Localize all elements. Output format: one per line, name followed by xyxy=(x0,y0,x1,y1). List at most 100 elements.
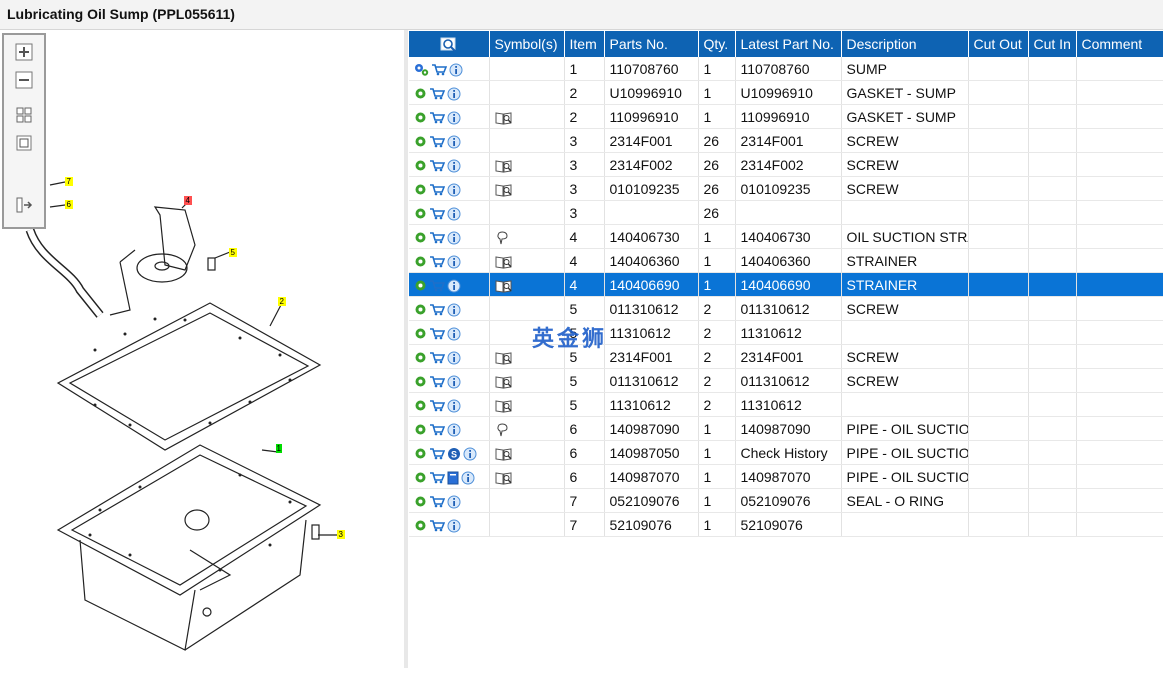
settings-gear-icon[interactable] xyxy=(414,519,427,532)
settings-gear-icon[interactable] xyxy=(414,423,427,436)
cart-icon[interactable] xyxy=(429,399,445,412)
column-header-latest-part-no[interactable]: Latest Part No. xyxy=(735,31,842,57)
cart-icon[interactable] xyxy=(429,519,445,532)
book-icon[interactable] xyxy=(495,111,513,125)
info-icon[interactable] xyxy=(447,423,461,437)
column-header-item[interactable]: Item xyxy=(564,31,605,57)
cart-icon[interactable] xyxy=(429,159,445,172)
book-icon[interactable] xyxy=(495,159,513,173)
cart-icon[interactable] xyxy=(429,279,445,292)
info-icon[interactable] xyxy=(461,471,475,485)
book-icon[interactable] xyxy=(495,351,513,365)
settings-gear-icon[interactable] xyxy=(414,471,427,484)
info-icon[interactable] xyxy=(463,447,477,461)
fit-all-icon[interactable] xyxy=(15,106,33,124)
actual-size-icon[interactable] xyxy=(15,134,33,152)
column-header-cut-out[interactable]: Cut Out xyxy=(968,31,1029,57)
info-icon[interactable] xyxy=(447,183,461,197)
settings-gear-icon[interactable] xyxy=(414,87,427,100)
column-header-description[interactable]: Description xyxy=(841,31,969,57)
book-icon[interactable] xyxy=(495,183,513,197)
book-icon[interactable] xyxy=(495,399,513,413)
cart-icon[interactable] xyxy=(429,87,445,100)
column-header-search[interactable] xyxy=(409,31,490,57)
info-icon[interactable] xyxy=(447,375,461,389)
settings-gear-icon[interactable] xyxy=(414,327,427,340)
document-icon[interactable] xyxy=(447,471,459,485)
cart-icon[interactable] xyxy=(429,183,445,196)
cart-icon[interactable] xyxy=(429,471,445,484)
note-pin-icon[interactable] xyxy=(495,231,511,245)
cart-icon[interactable] xyxy=(429,207,445,220)
cart-icon[interactable] xyxy=(429,255,445,268)
book-icon[interactable] xyxy=(495,471,513,485)
settings-gear-icon[interactable] xyxy=(414,231,427,244)
info-icon[interactable] xyxy=(447,255,461,269)
info-icon[interactable] xyxy=(447,159,461,173)
settings-gear-icon[interactable] xyxy=(414,183,427,196)
cart-icon[interactable] xyxy=(429,351,445,364)
info-icon[interactable] xyxy=(447,519,461,533)
cart-icon[interactable] xyxy=(429,423,445,436)
info-icon[interactable] xyxy=(447,279,461,293)
settings-gear-icon[interactable] xyxy=(414,207,427,220)
settings-gear-icon[interactable] xyxy=(414,159,427,172)
cart-icon[interactable] xyxy=(429,111,445,124)
settings-gear-icon[interactable] xyxy=(414,399,427,412)
cart-icon[interactable] xyxy=(429,231,445,244)
cart-icon[interactable] xyxy=(429,375,445,388)
column-header-qty[interactable]: Qty. xyxy=(698,31,736,57)
info-icon[interactable] xyxy=(447,399,461,413)
info-icon[interactable] xyxy=(447,207,461,221)
settings-gear-icon[interactable] xyxy=(414,375,427,388)
column-header-comment[interactable]: Comment xyxy=(1076,31,1163,57)
assembly-gear-icon[interactable] xyxy=(414,63,429,76)
cart-icon[interactable] xyxy=(429,327,445,340)
column-header-parts-no[interactable]: Parts No. xyxy=(604,31,699,57)
panel-splitter[interactable] xyxy=(404,30,408,668)
settings-gear-icon[interactable] xyxy=(414,255,427,268)
settings-gear-icon[interactable] xyxy=(414,495,427,508)
book-icon[interactable] xyxy=(495,447,513,461)
cart-icon[interactable] xyxy=(429,135,445,148)
exploded-diagram[interactable]: 7 6 4 5 2 1 3 xyxy=(0,30,404,668)
info-icon[interactable] xyxy=(447,303,461,317)
settings-gear-icon[interactable] xyxy=(414,351,427,364)
cart-icon[interactable] xyxy=(429,495,445,508)
info-icon[interactable] xyxy=(447,135,461,149)
info-icon[interactable] xyxy=(447,327,461,341)
zoom-out-icon[interactable] xyxy=(15,71,33,89)
search-icon[interactable] xyxy=(440,37,458,53)
settings-gear-icon[interactable] xyxy=(414,447,427,460)
settings-gear-icon[interactable] xyxy=(414,135,427,148)
cart-icon[interactable] xyxy=(431,63,447,76)
supersession-icon[interactable]: S xyxy=(447,447,461,461)
cart-icon[interactable] xyxy=(429,447,445,460)
column-header-cut-in[interactable]: Cut In xyxy=(1028,31,1077,57)
info-icon[interactable] xyxy=(447,111,461,125)
note-pin-icon[interactable] xyxy=(495,423,511,437)
expand-panel-icon[interactable] xyxy=(15,196,33,214)
info-icon[interactable] xyxy=(447,87,461,101)
zoom-in-icon[interactable] xyxy=(15,43,33,61)
cart-icon[interactable] xyxy=(429,303,445,316)
info-icon[interactable] xyxy=(447,495,461,509)
